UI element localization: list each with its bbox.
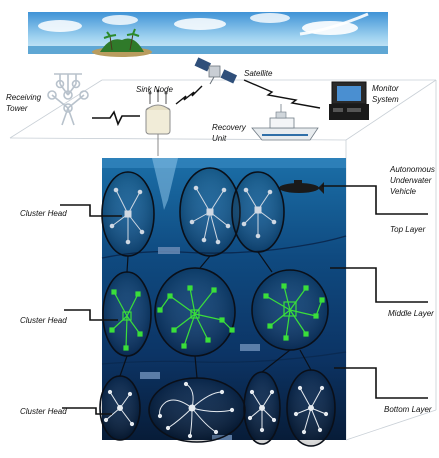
svg-text:Receiving Tower: Receiving Tower bbox=[6, 93, 43, 113]
inter-layer-links bbox=[119, 251, 312, 379]
label-bottom-layer: Bottom Layer bbox=[384, 405, 432, 414]
label-auv-2: Underwater bbox=[390, 176, 432, 185]
island-icon bbox=[92, 28, 152, 57]
sky-banner bbox=[28, 12, 388, 54]
label-recovery-unit-1: Recovery bbox=[212, 123, 247, 132]
top-layer-nodes bbox=[109, 185, 277, 245]
label-cluster-head-middle: Cluster Head bbox=[20, 316, 67, 325]
svg-text:Autonomous Underwater: Autonomous Underwater Vehicle bbox=[389, 165, 437, 196]
label-top-layer: Top Layer bbox=[390, 225, 426, 234]
satellite-icon bbox=[194, 57, 238, 85]
ship-icon bbox=[251, 104, 319, 141]
receiving-tower-icon bbox=[47, 73, 89, 126]
label-cluster-head-bottom: Cluster Head bbox=[20, 407, 67, 416]
tower-sink-link bbox=[92, 110, 140, 127]
auv-icon bbox=[279, 180, 324, 194]
label-auv-1: Autonomous bbox=[389, 165, 435, 174]
label-monitor-system-1: Monitor bbox=[372, 84, 399, 93]
labels: Receiving Tower Sink Node Satellite Moni… bbox=[6, 69, 437, 416]
label-auv-3: Vehicle bbox=[390, 187, 416, 196]
label-sink-node: Sink Node bbox=[136, 85, 173, 94]
sink-satellite-link bbox=[175, 85, 203, 105]
svg-text:Recovery Unit: Recovery Unit bbox=[212, 123, 248, 143]
sink-node-icon bbox=[145, 89, 171, 156]
bottom-layer-nodes bbox=[103, 381, 329, 439]
leader-lines bbox=[60, 185, 428, 415]
svg-text:Monitor System: Monitor System bbox=[372, 84, 401, 104]
middle-layer-nodes bbox=[109, 283, 325, 351]
label-middle-layer: Middle Layer bbox=[388, 309, 434, 318]
label-satellite: Satellite bbox=[244, 69, 273, 78]
monitor-system-icon bbox=[329, 81, 369, 120]
label-recovery-unit-2: Unit bbox=[212, 134, 227, 143]
label-receiving-tower-1: Receiving bbox=[6, 93, 42, 102]
satellite-monitor-link bbox=[243, 79, 321, 109]
label-cluster-head-top: Cluster Head bbox=[20, 209, 67, 218]
label-receiving-tower-2: Tower bbox=[6, 104, 28, 113]
label-monitor-system-2: System bbox=[372, 95, 399, 104]
